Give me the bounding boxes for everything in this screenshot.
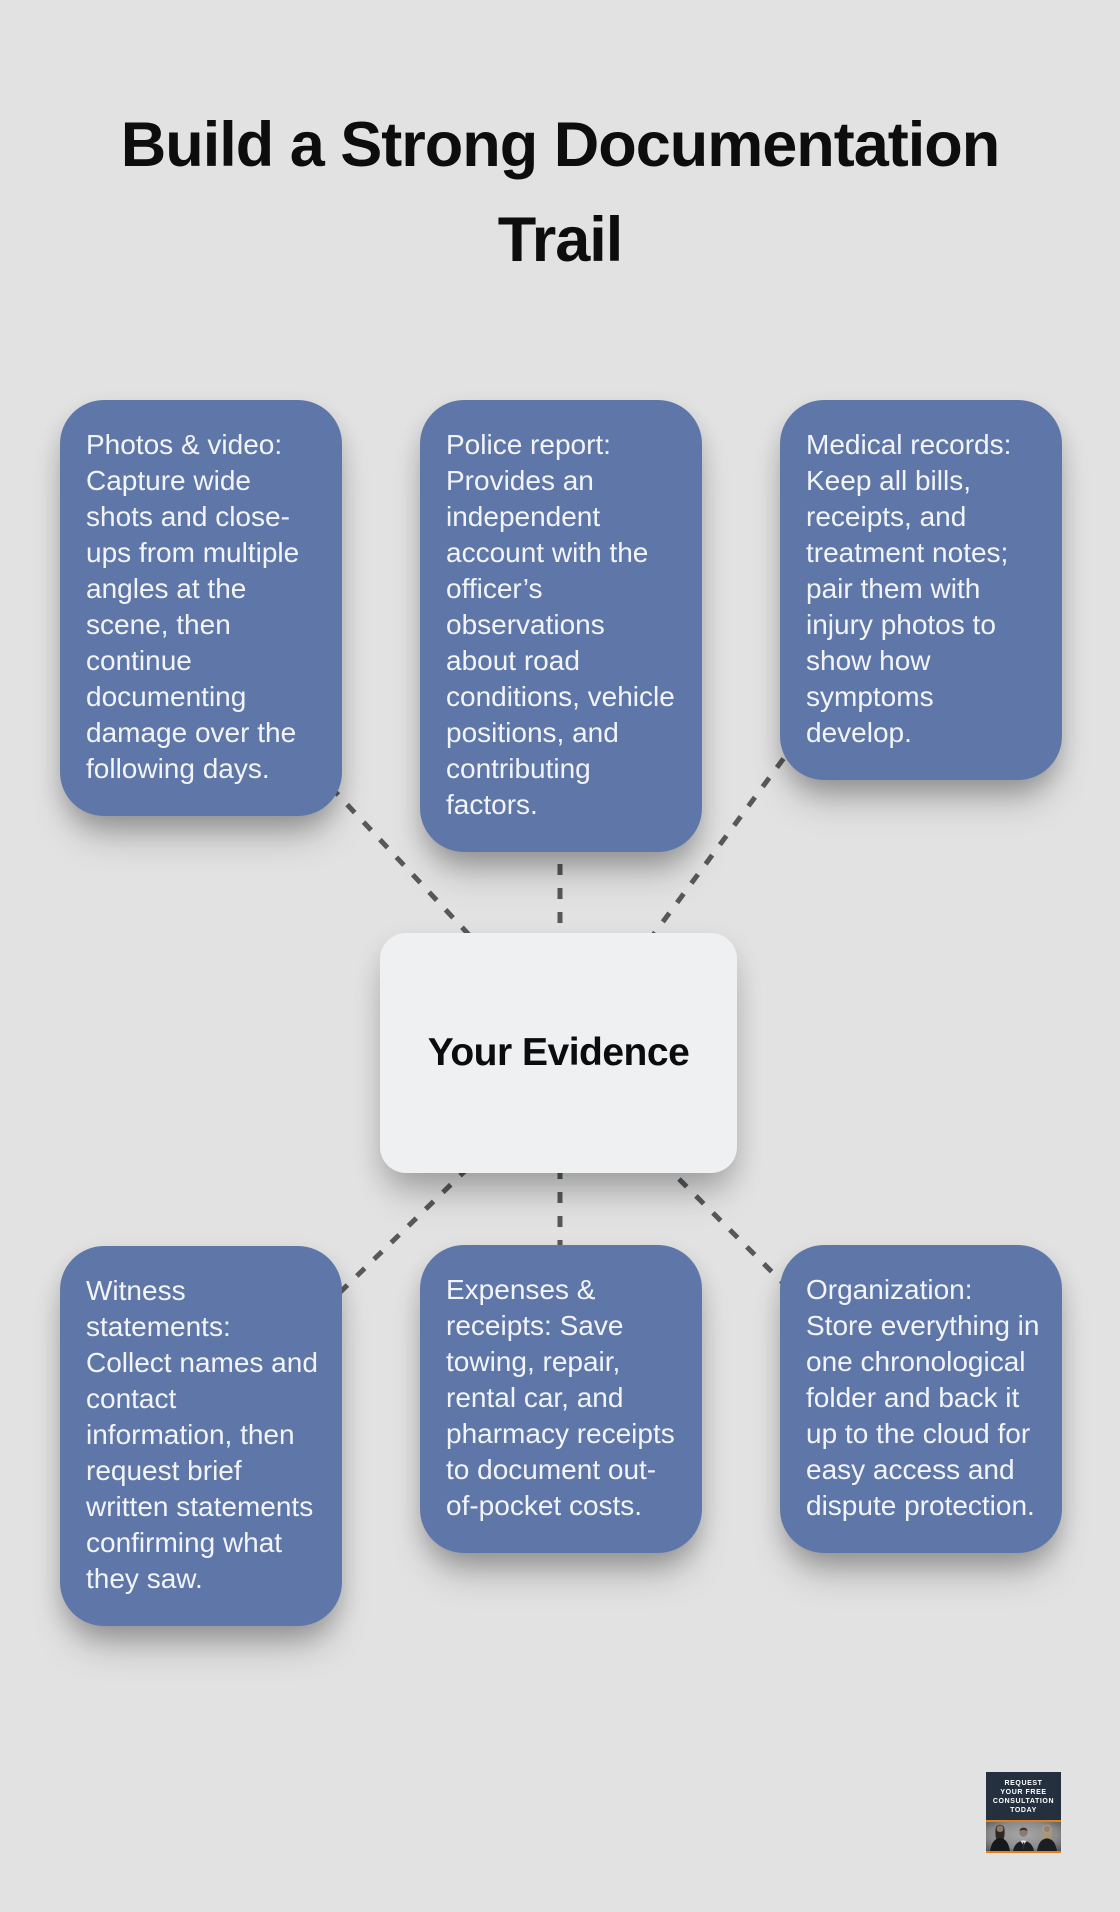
badge-cta-text: REQUEST YOUR FREE CONSULTATION TODAY	[986, 1772, 1061, 1815]
center-node-label: Your Evidence	[427, 1031, 690, 1074]
node-photos-video: Photos & video: Capture wide shots and c…	[60, 400, 342, 816]
node-organization: Organization: Store everything in one ch…	[780, 1245, 1062, 1553]
node-medical-records: Medical records: Keep all bills, receipt…	[780, 400, 1062, 780]
attorneys-photo	[986, 1822, 1061, 1851]
connector-line	[296, 750, 474, 940]
badge-line: TODAY	[1010, 1807, 1037, 1814]
page-title: Build a Strong Documentation Trail	[120, 110, 1001, 275]
badge-line: CONSULTATION	[992, 1798, 1055, 1805]
badge-divider	[986, 1820, 1061, 1822]
consultation-badge[interactable]: REQUEST YOUR FREE CONSULTATION TODAY	[986, 1772, 1061, 1853]
center-node: Your Evidence	[380, 933, 737, 1173]
connector-line	[328, 1166, 470, 1304]
node-police-report: Police report: Provides an independent a…	[420, 400, 702, 852]
badge-line: YOUR FREE	[1000, 1789, 1047, 1796]
node-witness-statements: Witness statements: Collect names and co…	[60, 1246, 342, 1626]
node-expenses-receipts: Expenses & receipts: Save towing, repair…	[420, 1245, 702, 1553]
badge-divider	[986, 1851, 1061, 1853]
badge-line: REQUEST	[1004, 1780, 1043, 1787]
